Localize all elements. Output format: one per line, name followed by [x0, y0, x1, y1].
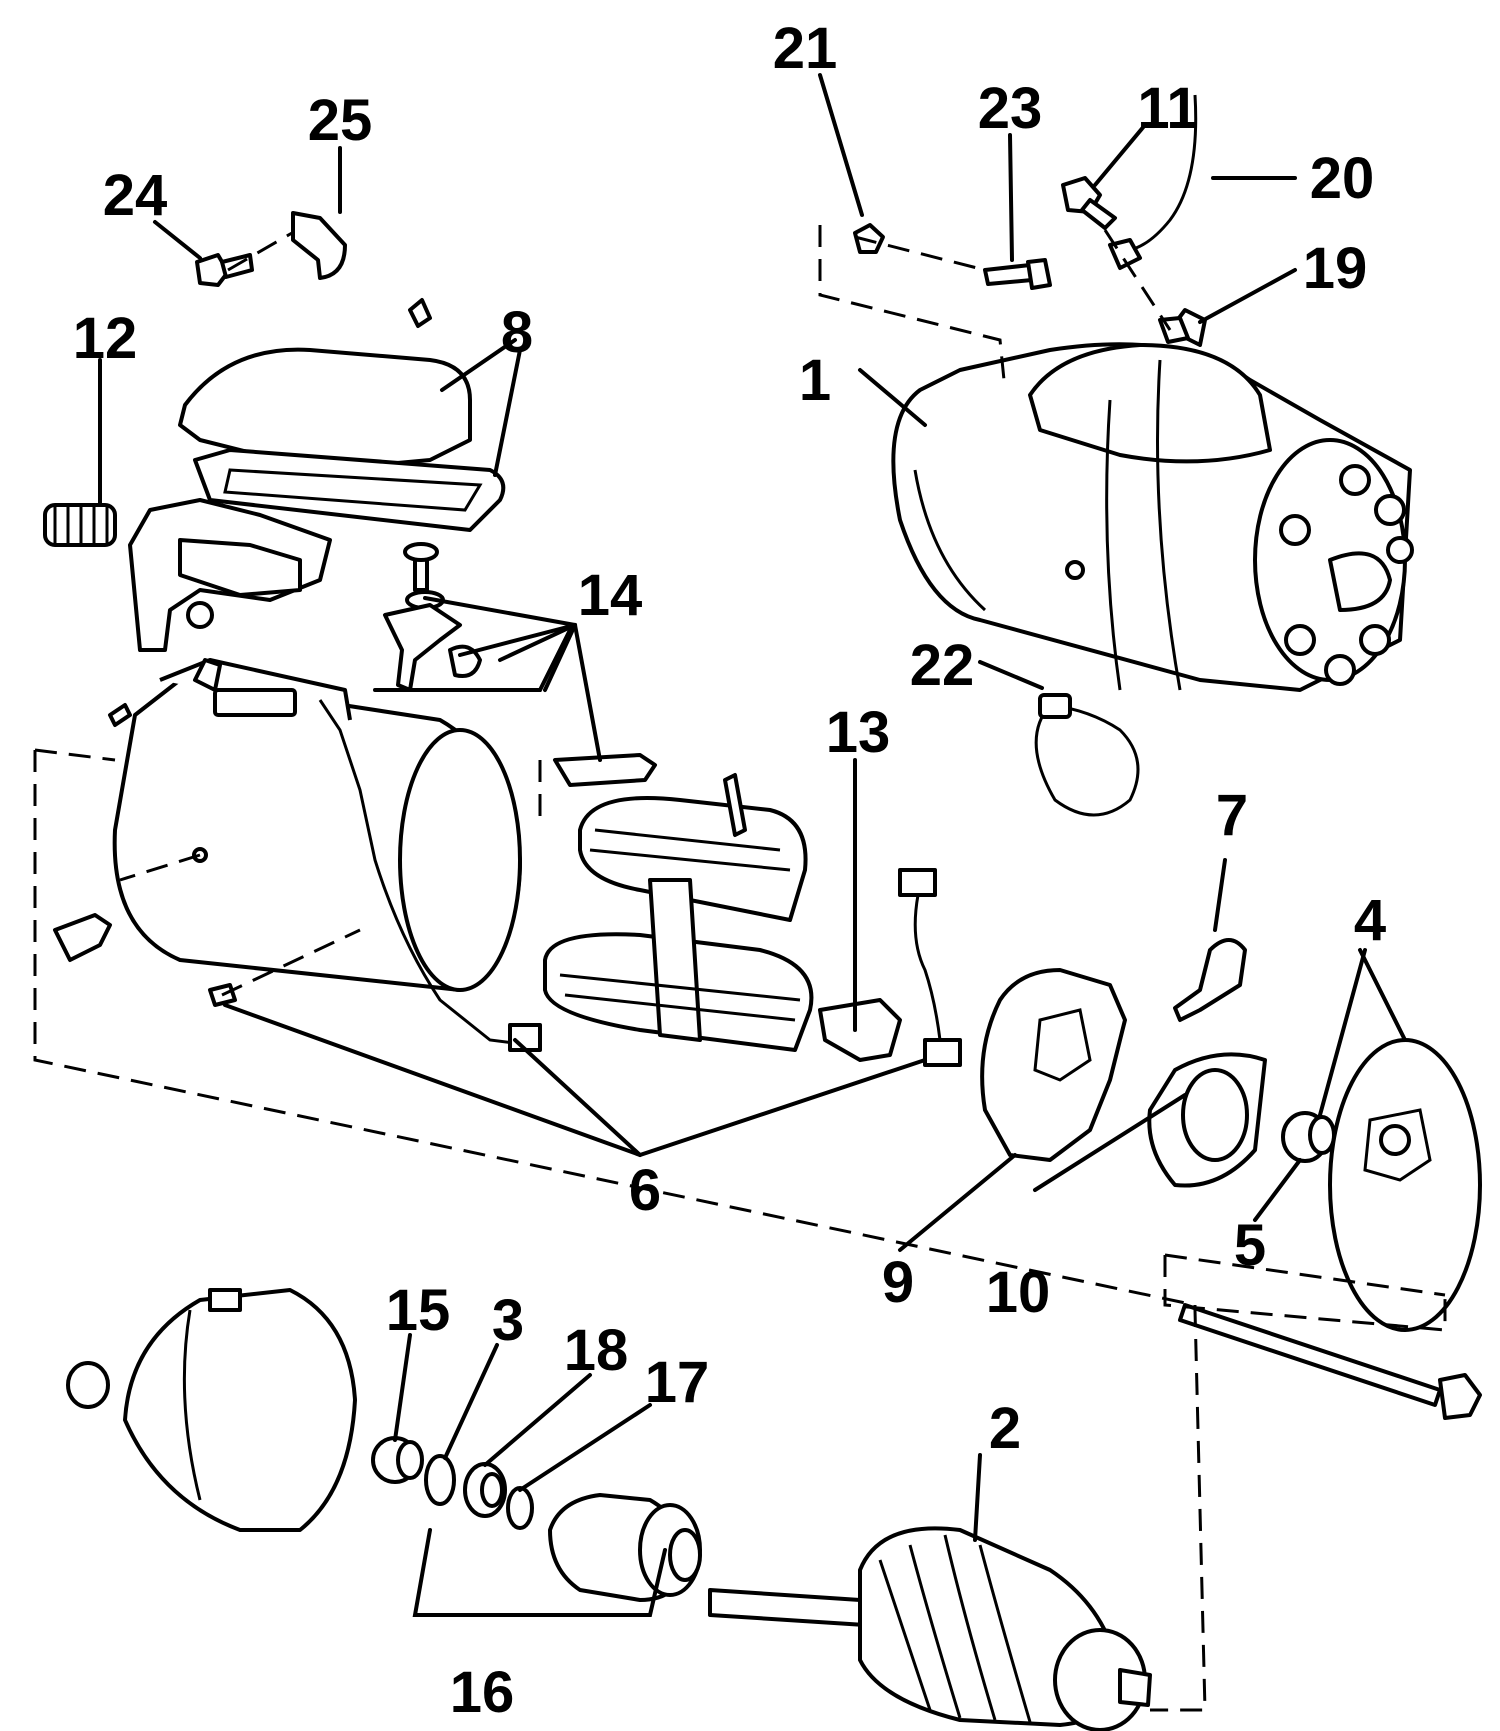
callout-11: 11: [1137, 76, 1198, 141]
field-coils: [543, 773, 814, 1052]
field-frame-housing: [53, 658, 542, 1052]
callout-12: 12: [73, 306, 138, 371]
callout-21: 21: [773, 16, 838, 81]
callout-19: 19: [1303, 236, 1368, 301]
part-10-insulator-plate: [1147, 1052, 1267, 1188]
part-5-bushing: [1281, 1111, 1336, 1163]
callout-6: 6: [629, 1158, 661, 1223]
drive-pinion: [548, 1493, 702, 1602]
callout-24: 24: [103, 163, 168, 228]
callout-25: 25: [308, 88, 373, 153]
assembly-dashed-lines: [33, 225, 1447, 1712]
part-18-collar: [463, 1462, 507, 1518]
callout-labels: 21 23 11 20 19 1 25 24 12 8 14 22 13 7 4…: [73, 16, 1386, 1725]
leader-lines: [98, 73, 1407, 1617]
callout-7: 7: [1216, 783, 1248, 848]
part-13-brush: [818, 998, 902, 1062]
callout-3: 3: [492, 1288, 524, 1353]
through-bolt: [1178, 1303, 1482, 1420]
brush-lead: [898, 868, 962, 1067]
part-11-bolt: [1061, 176, 1117, 230]
part-2-armature: [708, 1526, 1152, 1731]
part-4-commutator-end-frame: [1328, 1038, 1482, 1332]
drive-end-housing: [66, 1288, 357, 1532]
callout-23: 23: [978, 76, 1043, 141]
part-9-brush-holder: [980, 968, 1127, 1162]
callout-20: 20: [1310, 146, 1375, 211]
callout-14: 14: [578, 563, 643, 628]
callout-1: 1: [799, 348, 831, 413]
part-15-bushing: [371, 1436, 424, 1484]
callout-22: 22: [910, 633, 975, 698]
callout-2: 2: [989, 1396, 1021, 1461]
callout-8: 8: [501, 300, 533, 365]
part-7-brush-spring: [1173, 938, 1247, 1022]
callout-16: 16: [450, 1660, 515, 1725]
callout-4: 4: [1354, 888, 1386, 953]
callout-18: 18: [564, 1318, 629, 1383]
part-17-snap-ring: [506, 1486, 534, 1530]
callout-13: 13: [826, 700, 891, 765]
callout-17: 17: [645, 1350, 710, 1415]
part-22-strap: [1034, 693, 1140, 817]
solenoid-plunger-lever: [128, 498, 332, 652]
part-14-hardware: [383, 542, 657, 787]
part-21-nut: [853, 223, 885, 254]
callout-5: 5: [1234, 1213, 1266, 1278]
callout-15: 15: [386, 1278, 451, 1343]
part-23-screw: [983, 258, 1052, 290]
part-3-washer: [424, 1454, 456, 1506]
part-25-clamp: [291, 211, 347, 280]
callout-10: 10: [986, 1260, 1051, 1325]
callout-9: 9: [882, 1250, 914, 1315]
part-8-solenoid-cover-gasket: [178, 298, 506, 532]
part-12-spring: [43, 503, 117, 547]
part-1-starter-assembly: [891, 308, 1414, 692]
